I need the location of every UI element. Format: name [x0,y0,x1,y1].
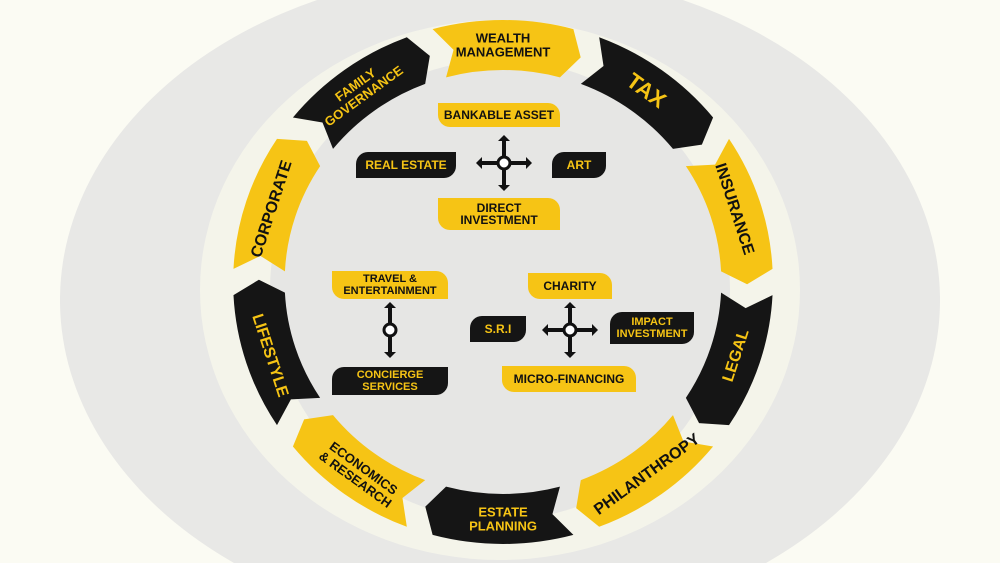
ring-segment-shape [432,20,581,78]
real-estate-box: REAL ESTATE [356,152,456,178]
ring-segment: INSURANCE [685,138,773,285]
four-way-arrow-icon [476,135,532,191]
ring-segment-shape [233,138,321,272]
ring-segment-shape [425,486,574,544]
sri-box: S.R.I [470,316,526,342]
bankable-asset-label: BANKABLE ASSET [443,108,555,122]
charity-box: CHARITY [528,273,612,299]
sri-label: S.R.I [484,322,512,336]
ring-segment: PHILANTHROPY [576,415,714,527]
ring-segment-shape [576,415,714,527]
art-label: ART [566,158,592,172]
ring-segment-shape [292,37,430,149]
ring-segment: TAX [580,37,714,149]
travel-entertainment-label: TRAVEL & ENTERTAINMENT [343,273,437,297]
micro-financing-label: MICRO-FINANCING [513,372,625,386]
concierge-services-label: CONCIERGE SERVICES [356,369,424,393]
four-way-arrow-icon [542,302,598,358]
direct-investment-label: DIRECT INVESTMENT [460,201,538,227]
travel-entertainment-box: TRAVEL & ENTERTAINMENT [332,271,448,299]
ring-segment: ECONOMICS& RESEARCH [292,415,426,527]
ring-segment-shape [685,292,773,426]
impact-investment-box: IMPACT INVESTMENT [610,312,694,344]
ring-segment: LEGAL [685,292,773,426]
ring-segment-shape [233,279,321,426]
impact-investment-label: IMPACT INVESTMENT [616,316,688,340]
real-estate-label: REAL ESTATE [365,158,447,172]
ring-segment-shape [685,138,773,285]
bankable-asset-box: BANKABLE ASSET [438,103,560,127]
ring-segment-shape [580,37,714,149]
ring-segment: CORPORATE [233,138,321,272]
direct-investment-box: DIRECT INVESTMENT [438,198,560,230]
art-box: ART [552,152,606,178]
concierge-services-box: CONCIERGE SERVICES [332,367,448,395]
charity-label: CHARITY [543,279,597,293]
ring-segment: FAMILYGOVERNANCE [292,37,430,149]
micro-financing-box: MICRO-FINANCING [502,366,636,392]
ring-segment: LIFESTYLE [233,279,321,426]
ring-segment-shape [292,415,426,527]
two-way-arrow-icon [382,302,398,358]
